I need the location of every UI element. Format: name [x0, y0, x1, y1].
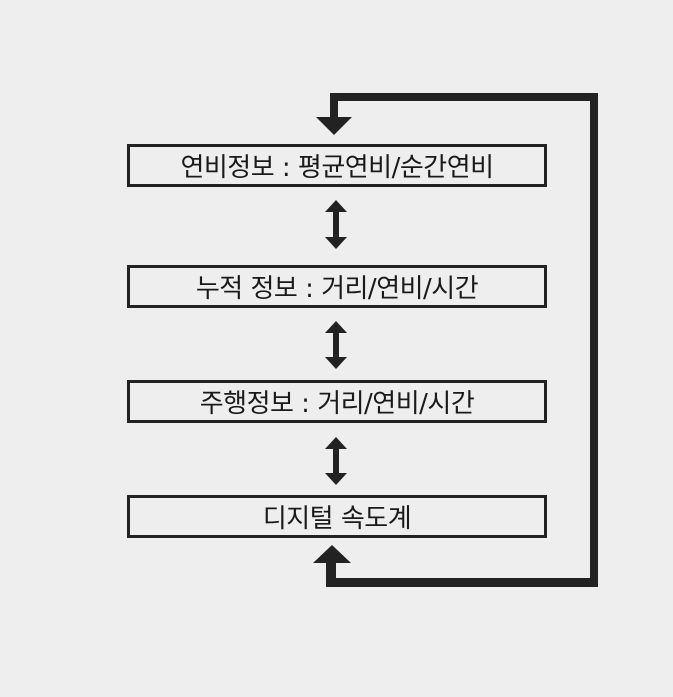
- fuel-info-box: 연비정보 : 평균연비/순간연비: [127, 144, 547, 187]
- fuel-info-label: 연비정보 : 평균연비/순간연비: [180, 153, 494, 183]
- digital-speedometer-box: 디지털 속도계: [127, 495, 547, 538]
- trip-info-box: 주행정보 : 거리/연비/시간: [127, 380, 547, 423]
- cumulative-info-label: 누적 정보 : 거리/연비/시간: [195, 274, 479, 304]
- digital-speedometer-label: 디지털 속도계: [262, 504, 412, 534]
- loop-arrow-up: [313, 545, 351, 563]
- double-arrow-2: [325, 321, 347, 369]
- double-arrow-3: [325, 437, 347, 485]
- trip-info-label: 주행정보 : 거리/연비/시간: [199, 389, 475, 419]
- double-arrow-1: [325, 200, 347, 249]
- loop-arrow-down: [316, 117, 352, 135]
- cumulative-info-box: 누적 정보 : 거리/연비/시간: [127, 265, 547, 308]
